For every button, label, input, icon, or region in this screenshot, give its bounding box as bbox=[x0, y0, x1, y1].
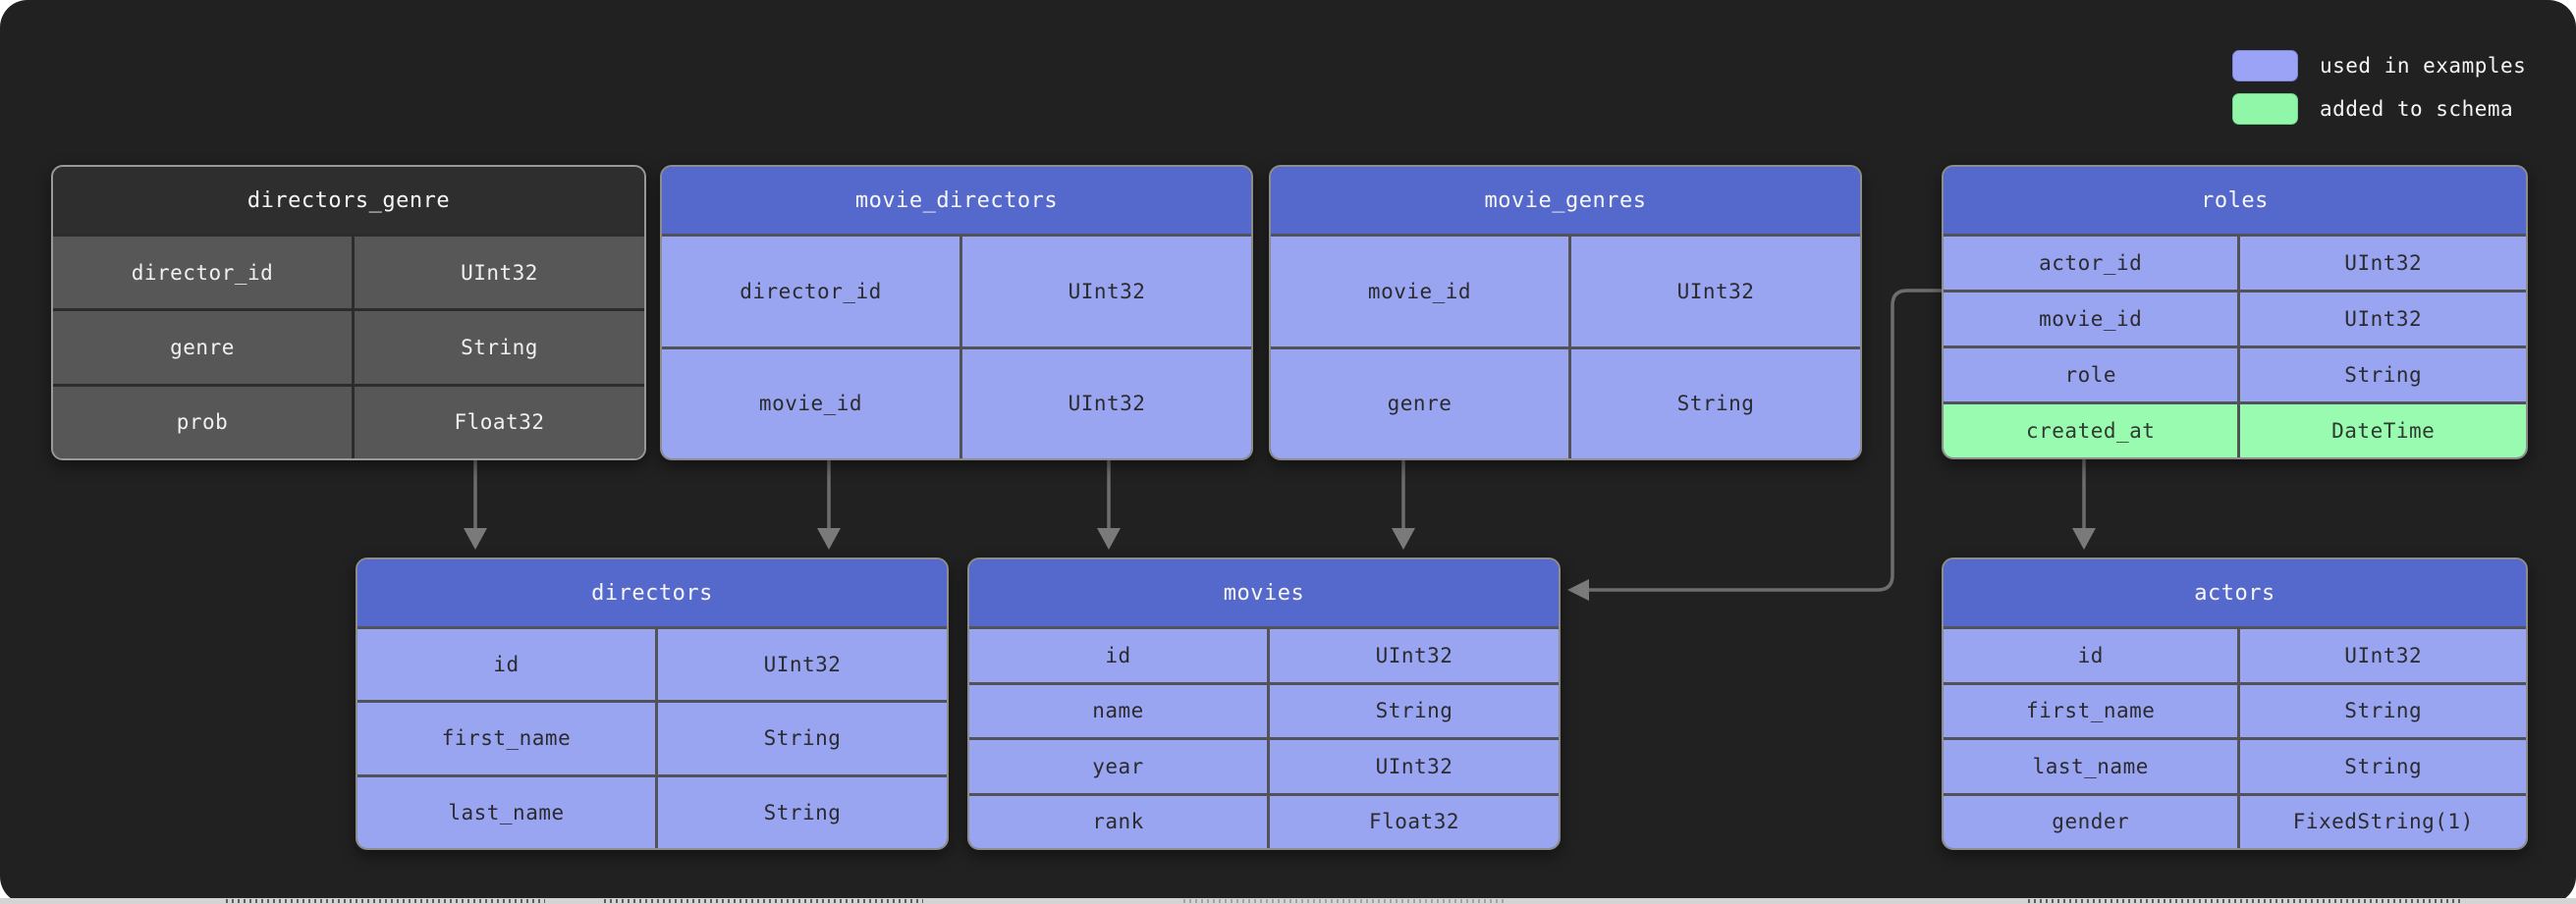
column-type: UInt32 bbox=[355, 237, 644, 309]
table-roles: roles actor_id UInt32 movie_id UInt32 ro… bbox=[1942, 165, 2528, 459]
column-type: String bbox=[355, 311, 644, 384]
table-title: directors bbox=[357, 559, 947, 626]
legend-item-added-to-schema: added to schema bbox=[2232, 93, 2526, 125]
column-type: UInt32 bbox=[1270, 740, 1559, 793]
arrow-roles-to-actors bbox=[2072, 455, 2096, 550]
arrow-movie-directors-to-movies bbox=[1097, 457, 1121, 550]
table-row: year UInt32 bbox=[969, 737, 1559, 793]
table-row: id UInt32 bbox=[357, 626, 947, 701]
column-type: String bbox=[1270, 684, 1559, 737]
column-name: movie_id bbox=[1271, 237, 1571, 346]
table-row: movie_id UInt32 bbox=[1944, 290, 2526, 346]
column-type: Float32 bbox=[1270, 795, 1559, 848]
column-type: String bbox=[658, 703, 947, 774]
arrow-directors-genre-to-directors bbox=[464, 457, 487, 550]
column-type: UInt32 bbox=[962, 348, 1251, 458]
column-type: String bbox=[2240, 348, 2526, 401]
column-name: id bbox=[357, 629, 658, 701]
column-name: genre bbox=[53, 311, 355, 384]
table-title: movie_genres bbox=[1271, 167, 1860, 234]
column-name: role bbox=[1944, 348, 2241, 401]
table-row: name String bbox=[969, 681, 1559, 737]
column-type: String bbox=[2240, 740, 2526, 793]
column-name: year bbox=[969, 740, 1270, 793]
column-name: id bbox=[969, 629, 1270, 682]
column-name: rank bbox=[969, 795, 1270, 848]
table-row: role String bbox=[1944, 346, 2526, 401]
arrow-movie-directors-to-directors bbox=[817, 457, 841, 550]
table-title: directors_genre bbox=[53, 167, 644, 234]
table-row: genre String bbox=[53, 308, 644, 384]
column-type: UInt32 bbox=[658, 629, 947, 701]
table-row: last_name String bbox=[1944, 737, 2526, 793]
table-movie-genres: movie_genres movie_id UInt32 genre Strin… bbox=[1269, 165, 1862, 460]
table-row-added-to-schema: created_at DateTime bbox=[1944, 401, 2526, 457]
table-directors-genre: directors_genre director_id UInt32 genre… bbox=[51, 165, 646, 460]
column-type: String bbox=[2240, 684, 2526, 737]
legend-item-used-in-examples: used in examples bbox=[2232, 50, 2526, 81]
table-row: director_id UInt32 bbox=[53, 234, 644, 309]
table-title: movies bbox=[969, 559, 1559, 626]
legend-label: used in examples bbox=[2320, 54, 2527, 78]
column-name: first_name bbox=[357, 703, 658, 774]
column-type: DateTime bbox=[2240, 404, 2526, 457]
column-type: Float32 bbox=[355, 386, 644, 458]
column-name: director_id bbox=[53, 237, 355, 309]
table-movie-directors: movie_directors director_id UInt32 movie… bbox=[660, 165, 1253, 460]
column-name: genre bbox=[1271, 348, 1571, 458]
legend-swatch-blue bbox=[2232, 50, 2298, 81]
table-row: director_id UInt32 bbox=[662, 234, 1251, 346]
legend-label: added to schema bbox=[2320, 97, 2514, 121]
column-type: UInt32 bbox=[2240, 292, 2526, 346]
column-type: FixedString(1) bbox=[2240, 795, 2526, 848]
table-row: genre String bbox=[1271, 346, 1860, 458]
table-row: gender FixedString(1) bbox=[1944, 792, 2526, 848]
table-row: first_name String bbox=[357, 700, 947, 774]
column-name: first_name bbox=[1944, 684, 2241, 737]
column-name: created_at bbox=[1944, 404, 2241, 457]
column-type: UInt32 bbox=[1571, 237, 1860, 346]
column-name: id bbox=[1944, 629, 2241, 682]
cropped-text-artifact bbox=[2028, 899, 2460, 903]
arrow-movie-genres-to-movies bbox=[1392, 457, 1415, 550]
cropped-content-strip bbox=[0, 898, 2576, 904]
cropped-text-artifact bbox=[226, 899, 545, 903]
column-name: last_name bbox=[1944, 740, 2241, 793]
table-row: last_name String bbox=[357, 773, 947, 848]
table-row: actor_id UInt32 bbox=[1944, 234, 2526, 290]
table-title: movie_directors bbox=[662, 167, 1251, 234]
column-type: UInt32 bbox=[2240, 237, 2526, 290]
column-name: name bbox=[969, 684, 1270, 737]
column-type: UInt32 bbox=[962, 237, 1251, 346]
table-row: movie_id UInt32 bbox=[662, 346, 1251, 458]
table-row: id UInt32 bbox=[969, 626, 1559, 682]
table-row: id UInt32 bbox=[1944, 626, 2526, 682]
table-row: prob Float32 bbox=[53, 383, 644, 458]
column-name: actor_id bbox=[1944, 237, 2241, 290]
table-row: rank Float32 bbox=[969, 792, 1559, 848]
legend: used in examples added to schema bbox=[2232, 50, 2526, 125]
table-row: first_name String bbox=[1944, 681, 2526, 737]
column-type: String bbox=[1571, 348, 1860, 458]
table-actors: actors id UInt32 first_name String last_… bbox=[1942, 558, 2528, 850]
column-type: UInt32 bbox=[2240, 629, 2526, 682]
cropped-text-artifact bbox=[1183, 899, 1507, 903]
table-row: movie_id UInt32 bbox=[1271, 234, 1860, 346]
table-directors: directors id UInt32 first_name String la… bbox=[356, 558, 949, 850]
column-name: prob bbox=[53, 386, 355, 458]
column-type: UInt32 bbox=[1270, 629, 1559, 682]
legend-swatch-green bbox=[2232, 93, 2298, 125]
column-type: String bbox=[658, 776, 947, 848]
table-movies: movies id UInt32 name String year UInt32… bbox=[967, 558, 1561, 850]
column-name: gender bbox=[1944, 795, 2241, 848]
table-title: roles bbox=[1944, 167, 2526, 234]
column-name: movie_id bbox=[1944, 292, 2241, 346]
column-name: movie_id bbox=[662, 348, 962, 458]
column-name: director_id bbox=[662, 237, 962, 346]
column-name: last_name bbox=[357, 776, 658, 848]
table-title: actors bbox=[1944, 559, 2526, 626]
cropped-text-artifact bbox=[604, 899, 923, 903]
